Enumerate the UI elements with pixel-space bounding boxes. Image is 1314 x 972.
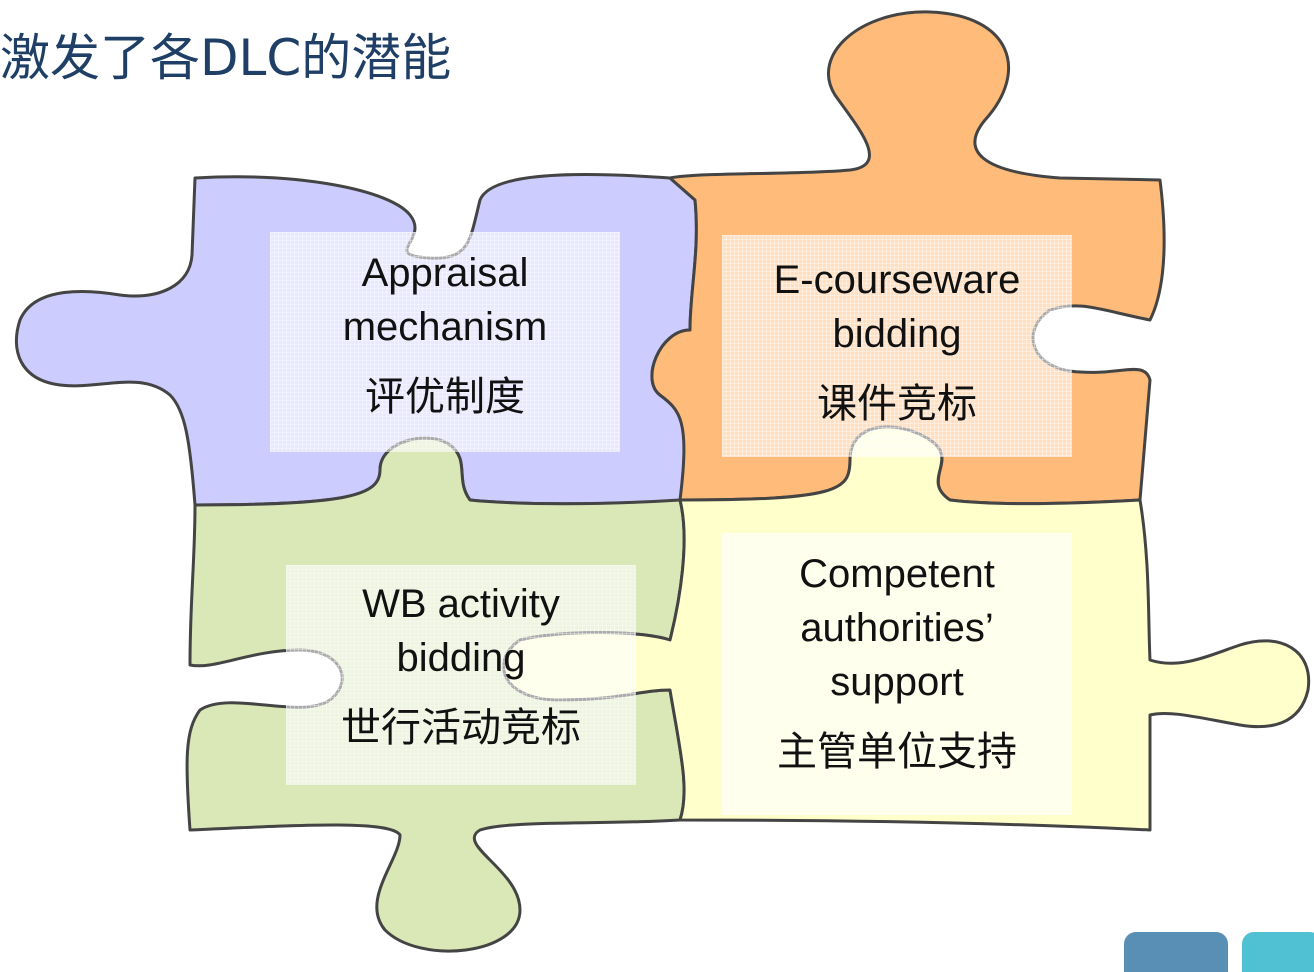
authorities-en-line1: Competent [799, 552, 995, 596]
courseware-label-box: E-courseware bidding 课件竞标 [722, 235, 1072, 457]
wb-zh: 世行活动竞标 [341, 705, 581, 751]
appraisal-label-box: Appraisal mechanism 评优制度 [270, 232, 620, 452]
authorities-label-box: Competent authorities’ support 主管单位支持 [722, 533, 1072, 815]
appraisal-en-line1: Appraisal [361, 251, 529, 295]
corner-tab-right [1242, 932, 1314, 972]
slide-title: 激发了各DLC的潜能 [0, 29, 452, 87]
authorities-zh: 主管单位支持 [777, 729, 1017, 775]
corner-tab-left [1124, 932, 1228, 972]
courseware-en-line1: E-courseware [773, 258, 1021, 302]
appraisal-en-line2: mechanism [342, 305, 548, 349]
authorities-en-line3: support [830, 660, 964, 704]
courseware-zh: 课件竞标 [817, 381, 977, 427]
authorities-en-line2: authorities’ [800, 606, 994, 650]
wb-label-box: WB activity bidding 世行活动竞标 [286, 565, 636, 785]
courseware-en-line2: bidding [832, 312, 962, 356]
wb-en-line2: bidding [396, 636, 526, 680]
wb-en-line1: WB activity [362, 582, 560, 626]
appraisal-zh: 评优制度 [365, 374, 525, 420]
